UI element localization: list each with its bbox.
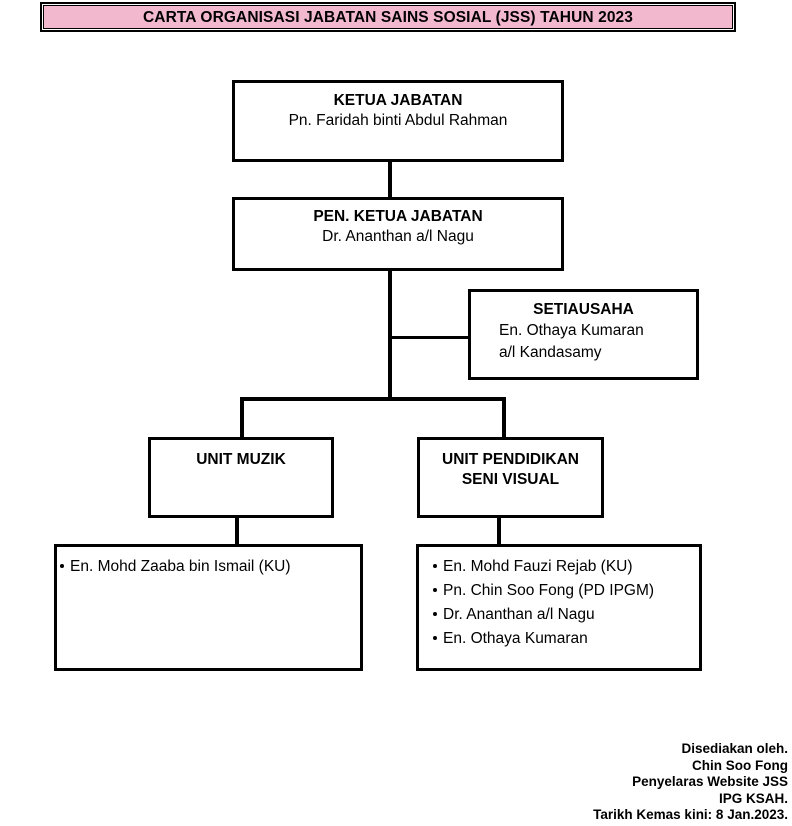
footer-line: Chin Soo Fong: [692, 757, 788, 773]
unit-muzik-member-list: En. Mohd Zaaba bin Ismail (KU): [60, 555, 360, 579]
connector-setiausaha-branch: [388, 336, 470, 339]
footer-line: Penyelaras Website JSS: [632, 774, 788, 789]
footer-line: Tarikh Kemas kini: 8 Jan.2023.: [593, 807, 788, 822]
unit-psv-box: UNIT PENDIDIKAN SENI VISUAL: [417, 437, 604, 518]
bullet-icon: [60, 563, 64, 568]
unit-psv-title-line1: UNIT PENDIDIKAN: [442, 451, 579, 468]
list-item: En. Othaya Kumaran: [433, 627, 699, 651]
connector-pen-trunk: [388, 269, 392, 401]
footer-line: Disediakan oleh.: [681, 741, 788, 756]
list-item: En. Mohd Zaaba bin Ismail (KU): [60, 555, 360, 579]
pen-ketua-jabatan-box: PEN. KETUA JABATAN Dr. Ananthan a/l Nagu: [232, 197, 564, 271]
ketua-jabatan-name: Pn. Faridah binti Abdul Rahman: [288, 112, 508, 129]
chart-title: CARTA ORGANISASI JABATAN SAINS SOSIAL (J…: [143, 9, 633, 26]
list-item: Dr. Ananthan a/l Nagu: [433, 603, 699, 627]
setiausaha-box: SETIAUSAHA En. Othaya Kumaran a/l Kandas…: [468, 289, 699, 380]
connector-units-horizontal: [240, 397, 506, 401]
chart-title-banner: CARTA ORGANISASI JABATAN SAINS SOSIAL (J…: [40, 2, 736, 32]
unit-psv-member-list: En. Mohd Fauzi Rejab (KU) Pn. Chin Soo F…: [433, 555, 699, 651]
connector-psv-members: [497, 516, 501, 546]
connector-muzik-members: [235, 516, 239, 546]
connector-to-unit-psv: [502, 397, 506, 439]
ketua-jabatan-role: KETUA JABATAN: [333, 92, 463, 109]
setiausaha-name-line1: En. Othaya Kumaran: [499, 322, 644, 339]
ketua-jabatan-box: KETUA JABATAN Pn. Faridah binti Abdul Ra…: [232, 80, 564, 162]
unit-psv-title-line2: SENI VISUAL: [461, 471, 560, 488]
list-item: En. Mohd Fauzi Rejab (KU): [433, 555, 699, 579]
unit-muzik-title: UNIT MUZIK: [196, 451, 286, 468]
list-item: Pn. Chin Soo Fong (PD IPGM): [433, 579, 699, 603]
setiausaha-role: SETIAUSAHA: [533, 301, 634, 318]
prepared-by-note: Disediakan oleh. Chin Soo Fong Penyelara…: [593, 741, 788, 824]
bullet-icon: [433, 587, 437, 592]
unit-psv-members-box: En. Mohd Fauzi Rejab (KU) Pn. Chin Soo F…: [416, 544, 702, 671]
footer-line: IPG KSAH.: [718, 790, 788, 806]
unit-muzik-box: UNIT MUZIK: [148, 437, 334, 518]
connector-to-unit-muzik: [240, 397, 244, 439]
bullet-icon: [433, 611, 437, 616]
connector-ketua-pen: [388, 160, 392, 198]
pen-ketua-jabatan-name: Dr. Ananthan a/l Nagu: [322, 228, 474, 245]
unit-muzik-members-box: En. Mohd Zaaba bin Ismail (KU): [54, 544, 363, 671]
bullet-icon: [433, 563, 437, 568]
bullet-icon: [433, 635, 437, 640]
pen-ketua-jabatan-role: PEN. KETUA JABATAN: [313, 208, 483, 225]
setiausaha-name-line2: a/l Kandasamy: [499, 344, 602, 361]
